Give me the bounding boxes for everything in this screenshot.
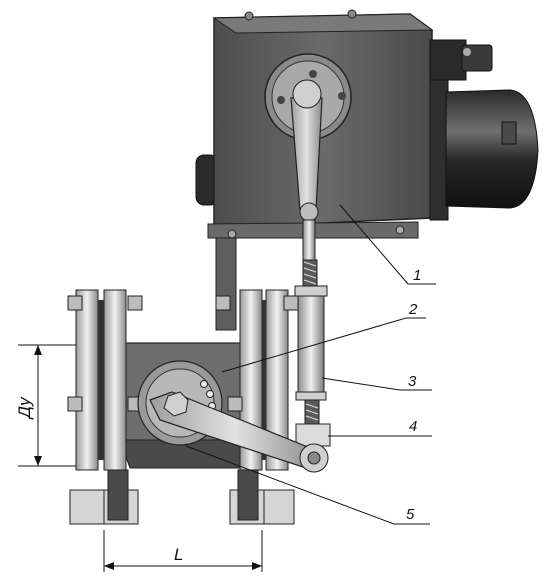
callout-3-label: 3 xyxy=(408,373,417,390)
callout-3: 3 xyxy=(321,373,432,391)
diameter-label: Ду xyxy=(15,396,34,420)
length-label: L xyxy=(174,545,183,564)
callout-2: 2 xyxy=(221,301,426,373)
dimension-diameter: Ду xyxy=(15,344,76,467)
dimension-length: L xyxy=(103,530,263,572)
callout-2-label: 2 xyxy=(408,301,418,318)
valve-body xyxy=(67,289,299,525)
linkage-rod xyxy=(294,219,331,447)
callout-1-label: 1 xyxy=(413,267,421,284)
valve-lever xyxy=(137,360,329,473)
electric-motor xyxy=(429,39,539,221)
callout-5-label: 5 xyxy=(406,506,415,523)
callout-4: 4 xyxy=(328,418,432,437)
actuator-crank xyxy=(264,53,352,222)
callout-5: 5 xyxy=(185,445,430,525)
callout-4-label: 4 xyxy=(409,418,417,435)
callout-1: 1 xyxy=(339,204,436,285)
